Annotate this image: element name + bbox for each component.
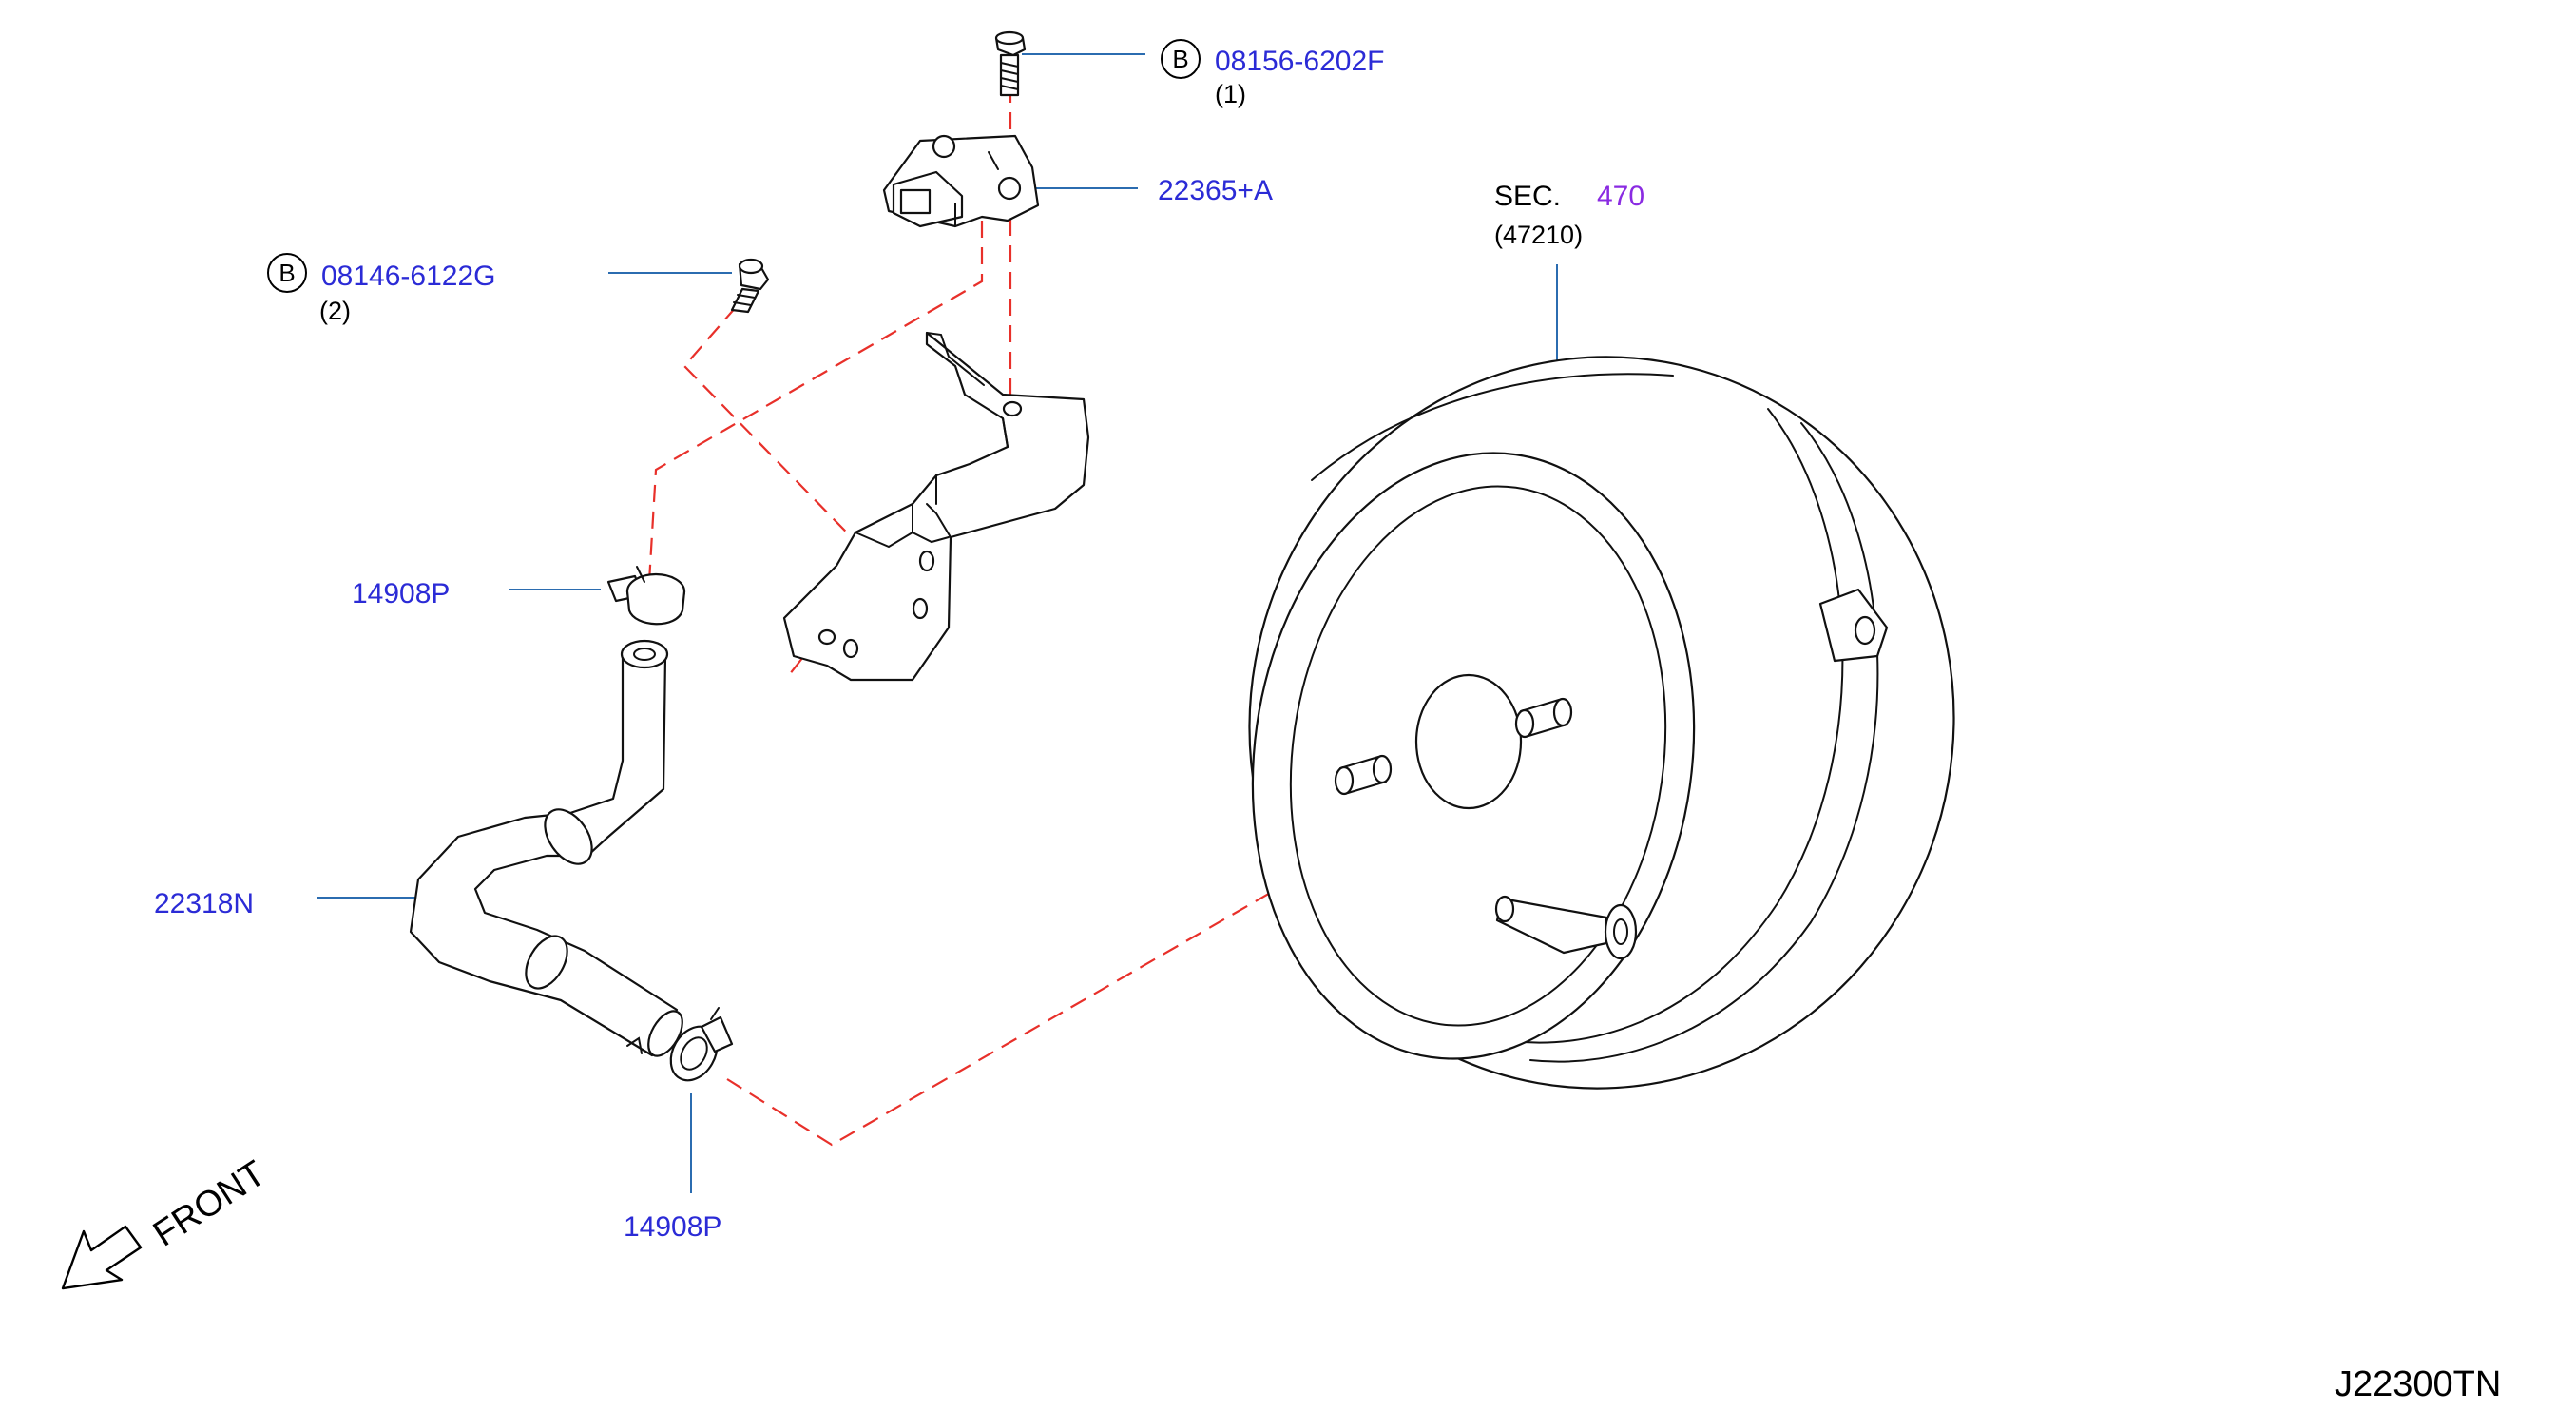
leader-lines (317, 53, 1558, 1193)
part-number-sensor[interactable]: 22365+A (1158, 175, 1273, 206)
callout-left-bolt: B 08146-6122G (2) (267, 253, 496, 325)
front-arrow-icon (61, 1225, 143, 1290)
callout-upper-bolt: B 08156-6202F (1) (1161, 39, 1384, 108)
part-number-hose[interactable]: 22318N (154, 888, 254, 919)
quantity-upper-bolt: (1) (1215, 80, 1246, 108)
ref-b-circle-left (267, 253, 307, 293)
callout-booster: SEC. 470 (47210) (1494, 181, 1644, 249)
front-indicator: FRONT (61, 1153, 273, 1290)
section-subnumber: (47210) (1494, 221, 1583, 249)
bracket-icon[interactable] (782, 331, 1090, 682)
quantity-left-bolt: (2) (319, 297, 351, 325)
part-number-upper-clamp[interactable]: 14908P (352, 578, 450, 609)
part-number-lower-clamp[interactable]: 14908P (624, 1211, 721, 1243)
diagram-code: J22300TN (2335, 1364, 2501, 1404)
booster-stud-left (1334, 754, 1393, 796)
ref-b-upper: B (1172, 45, 1188, 73)
upper-clamp-icon[interactable] (606, 566, 686, 626)
callout-hose: 22318N (154, 888, 254, 919)
booster-stud-upper (1514, 697, 1573, 739)
ref-b-left: B (279, 259, 295, 287)
section-word: SEC. (1494, 181, 1561, 212)
ref-b-circle-upper (1161, 39, 1201, 79)
brake-booster-icon[interactable] (1192, 301, 2011, 1145)
lower-clamp-icon[interactable] (662, 1007, 734, 1089)
vacuum-hose-icon[interactable] (409, 639, 689, 1062)
section-number[interactable]: 470 (1597, 181, 1644, 212)
booster-vacuum-port (1494, 895, 1638, 960)
pressure-sensor-icon[interactable] (882, 134, 1040, 228)
left-bolt-icon[interactable] (730, 258, 770, 314)
callout-sensor: 22365+A (1158, 175, 1273, 206)
front-label: FRONT (146, 1153, 273, 1255)
part-number-upper-bolt[interactable]: 08156-6202F (1215, 46, 1384, 77)
part-number-left-bolt[interactable]: 08146-6122G (321, 261, 496, 292)
callout-lower-clamp: 14908P (624, 1211, 721, 1243)
upper-bolt-icon[interactable] (994, 30, 1027, 97)
callout-upper-clamp: 14908P (352, 578, 450, 609)
booster-mount-ear (1818, 588, 1889, 663)
